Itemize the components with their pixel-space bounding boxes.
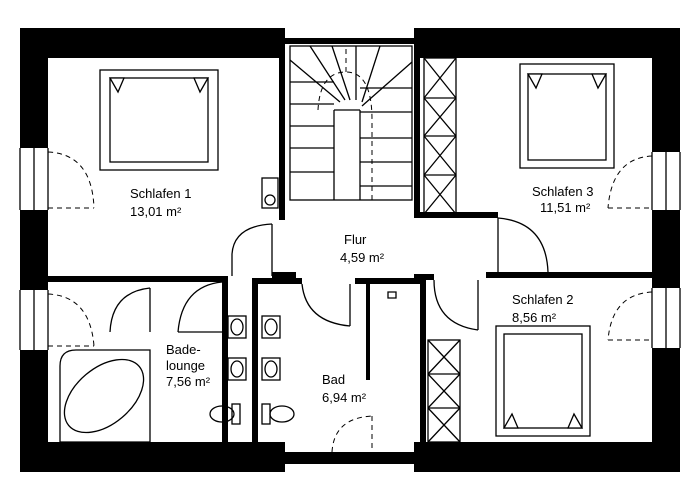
room-area: 8,56 m² [512, 310, 557, 325]
room-name: Bad [322, 372, 345, 387]
room-area: 4,59 m² [340, 250, 385, 265]
room-labels: Schlafen 1 13,01 m² Schlafen 3 11,51 m² … [130, 184, 593, 405]
room-name: Schlafen 3 [532, 184, 593, 199]
chimney [261, 177, 279, 209]
doors [47, 151, 653, 453]
bed-schlafen-3 [519, 63, 615, 169]
room-area: 11,51 m² [540, 200, 591, 215]
room-area: 13,01 m² [130, 204, 182, 219]
room-area: 6,94 m² [322, 390, 367, 405]
bed-schlafen-2 [495, 325, 591, 437]
windows [19, 148, 681, 350]
room-name: Bade- [166, 342, 201, 357]
room-name-line2: lounge [166, 358, 205, 373]
room-name: Schlafen 1 [130, 186, 191, 201]
room-name: Schlafen 2 [512, 292, 573, 307]
staircase [289, 45, 413, 201]
shower [387, 291, 397, 299]
wardrobe-lower [427, 339, 461, 443]
outer-walls [20, 28, 680, 472]
room-name: Flur [344, 232, 367, 247]
wardrobe-upper [423, 57, 457, 215]
washbasins [227, 315, 281, 381]
inner-walls [48, 44, 652, 458]
room-area: 7,56 m² [166, 374, 211, 389]
bed-schlafen-1 [99, 69, 219, 171]
bathtub [59, 349, 151, 443]
toilets [209, 403, 295, 425]
